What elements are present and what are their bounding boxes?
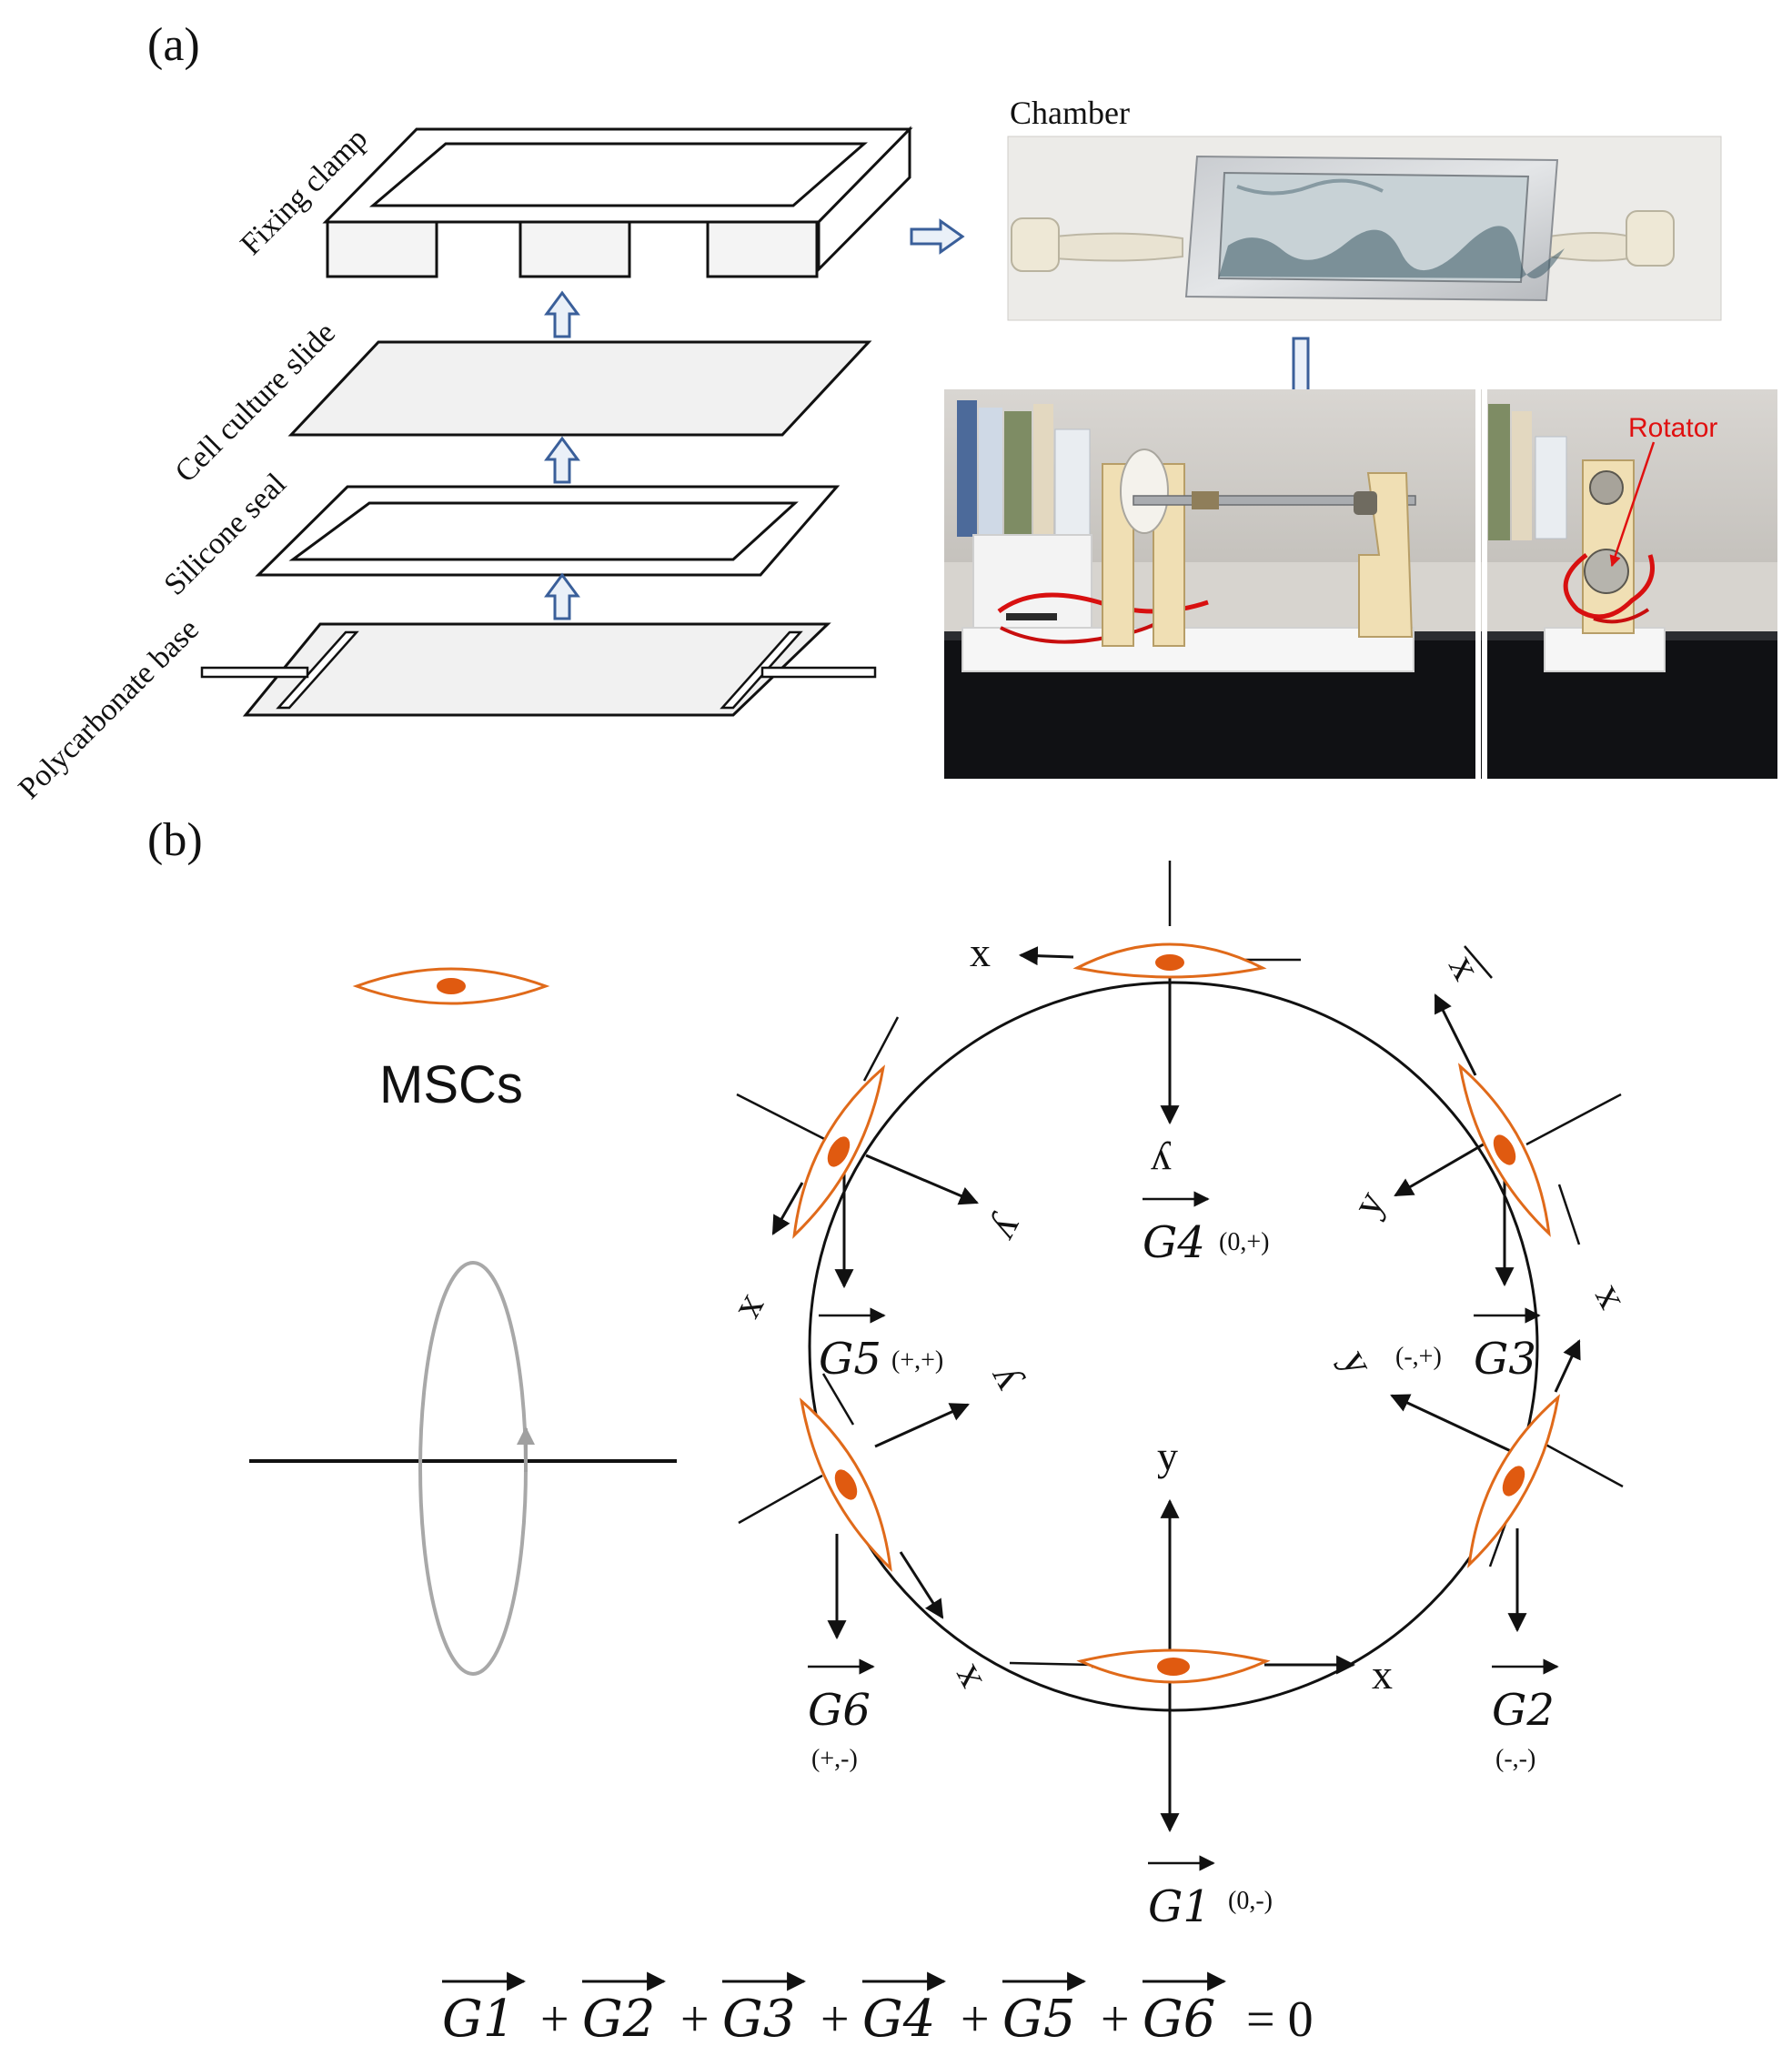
- g6-sign: (+,-): [811, 1745, 858, 1773]
- chamber-label: Chamber: [1010, 95, 1130, 131]
- axis-x-upper-right: x: [1440, 947, 1491, 987]
- rotation-circle-diagram: x y y x x y y x x y y x G4 (0,+) G5 (+,+…: [730, 861, 1629, 1932]
- lower-right-y-arrow: [1390, 1394, 1529, 1461]
- axis-x-upper-left: x: [730, 1289, 780, 1329]
- msc-legend-label: MSCs: [379, 1055, 523, 1114]
- msc-legend: MSCs: [352, 967, 550, 1114]
- axis-x-lower-right: x: [1578, 1280, 1629, 1320]
- vector-sum-equation: G1+G2+G3+G4+G5+G6= 0: [442, 1971, 1314, 2049]
- vector-label-g1: G1 (0,-): [1148, 1855, 1273, 1932]
- g2-name: G2: [1492, 1685, 1555, 1736]
- device-photo-front: [944, 389, 1475, 779]
- rotator-label: Rotator: [1628, 413, 1717, 443]
- vector-label-g5: G5 (+,+): [819, 1307, 943, 1385]
- equation-plus-1: +: [540, 1991, 569, 2048]
- g3-name: G3: [1474, 1334, 1536, 1385]
- g5-name: G5: [819, 1334, 881, 1385]
- equation-plus-3: +: [820, 1991, 850, 2048]
- equation-term-3: G3: [722, 1990, 795, 2049]
- vector-label-g2: G2 (-,-): [1492, 1658, 1559, 1773]
- rotator-pointer-line: [1609, 441, 1656, 568]
- cell-upper-left: [792, 1064, 886, 1239]
- cell-culture-slide-drawing: [287, 340, 872, 437]
- g4-sign: (0,+): [1219, 1228, 1269, 1256]
- cell-bottom: [1076, 1648, 1271, 1684]
- axis-y-lower-left: y: [976, 1360, 1027, 1400]
- silicone-seal-drawing: [255, 485, 841, 577]
- assembly-up-arrows: [544, 290, 580, 620]
- device-photo-side: [1481, 389, 1777, 779]
- panel-label-b: (b): [147, 814, 203, 866]
- equation-term-2: G2: [582, 1990, 655, 2049]
- axis-y-lower-right: y: [1333, 1342, 1384, 1382]
- equation-plus-5: +: [1101, 1991, 1130, 2048]
- equation-term-6: G6: [1143, 1990, 1215, 2049]
- vector-label-g4: G4 (0,+): [1143, 1191, 1269, 1268]
- equation-plus-4: +: [961, 1991, 990, 2048]
- cell-top: [1072, 942, 1267, 979]
- axis-x-bottom: x: [1372, 1651, 1393, 1698]
- cell-lower-left: [799, 1397, 892, 1572]
- up-arrow-icon: [544, 436, 580, 484]
- equation-term-1: G1: [442, 1990, 515, 2049]
- equation-equals-zero: = 0: [1246, 1991, 1314, 2048]
- label-cell-culture-slide: Cell culture slide: [168, 316, 341, 489]
- g4-name: G4: [1143, 1217, 1205, 1268]
- g5-sign: (+,+): [891, 1346, 943, 1375]
- upper-left-x-arrow: [771, 1182, 804, 1235]
- exploded-chamber-diagram: [200, 126, 913, 717]
- axis-y-upper-right: y: [1343, 1183, 1394, 1223]
- lower-left-y-arrow: [874, 1403, 970, 1448]
- axis-y-bottom: y: [1157, 1433, 1178, 1479]
- label-silicone-seal: Silicone seal: [157, 467, 292, 601]
- upper-left-y-arrow: [865, 1154, 979, 1205]
- equation-plus-2: +: [680, 1991, 710, 2048]
- axis-x-lower-left: x: [940, 1658, 991, 1698]
- up-arrow-icon: [544, 572, 580, 620]
- equation-term-5: G5: [1002, 1990, 1075, 2049]
- upper-right-y-arrow: [1394, 1141, 1487, 1197]
- axis-y-upper-left: y: [984, 1209, 1035, 1249]
- rotation-orbit-diagram: [249, 1261, 677, 1676]
- lower-right-x-arrow: [1554, 1339, 1581, 1393]
- label-polycarbonate-base: Polycarbonate base: [12, 612, 205, 805]
- vector-label-g6: G6 (+,-): [808, 1658, 875, 1773]
- g3-sign: (-,+): [1395, 1343, 1442, 1371]
- equation-term-4: G4: [862, 1990, 935, 2049]
- fixing-clamp-drawing: [322, 126, 913, 278]
- axis-y-top: y: [1151, 1141, 1172, 1187]
- g1-sign: (0,-): [1228, 1887, 1273, 1915]
- g2-sign: (-,-): [1495, 1745, 1535, 1773]
- lower-left-x-arrow: [899, 1551, 944, 1619]
- right-arrow-icon: [910, 218, 965, 255]
- chamber-photo: [1007, 136, 1722, 321]
- panel-label-a: (a): [147, 19, 200, 71]
- vector-label-g3: G3 (-,+): [1395, 1307, 1541, 1385]
- cell-upper-right: [1457, 1063, 1551, 1237]
- axis-x-top: x: [970, 929, 991, 975]
- top-x-arrow: [1018, 946, 1074, 966]
- g6-name: G6: [808, 1685, 871, 1736]
- g1-name: G1: [1148, 1881, 1211, 1932]
- upper-right-x-arrow: [1434, 993, 1477, 1076]
- up-arrow-icon: [544, 290, 580, 338]
- msc-legend-cell: [352, 967, 550, 1005]
- polycarbonate-base-drawing: [200, 622, 877, 717]
- cell-lower-right: [1467, 1394, 1561, 1568]
